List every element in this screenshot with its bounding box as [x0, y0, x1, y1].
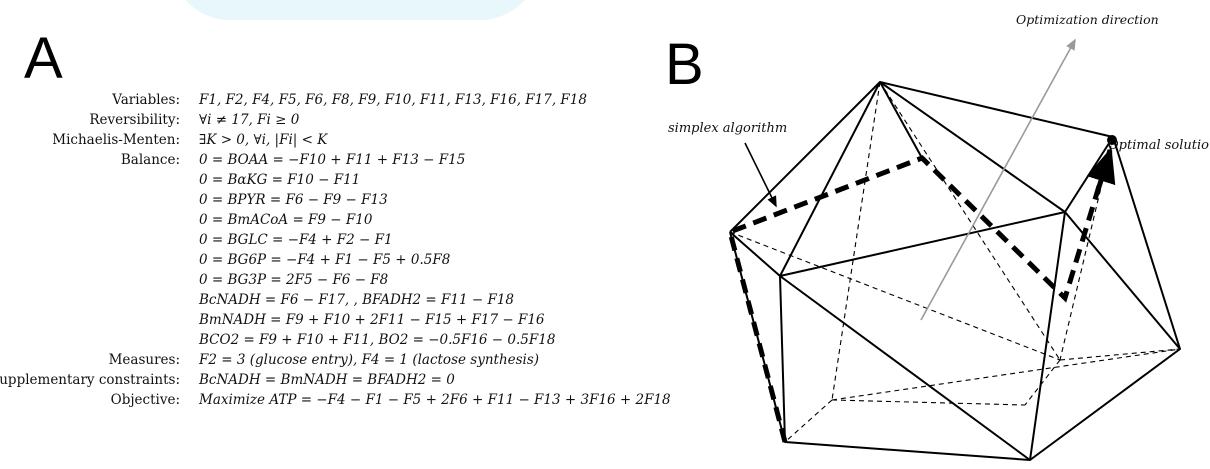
eq-row: 0 = BG3P = 2F5 − F6 − F8: [0, 270, 650, 290]
panel-b-letter: B: [665, 32, 704, 97]
optimization-direction-label: Optimization direction: [1016, 12, 1159, 27]
eq-content: BmNADH = F9 + F10 + 2F11 − F15 + F17 − F…: [199, 312, 545, 328]
eq-content: BcNADH = BmNADH = BFADH2 = 0: [199, 372, 455, 388]
eq-row: 0 = BPYR = F6 − F9 − F13: [0, 190, 650, 210]
simplex-path: [727, 149, 1113, 443]
eq-label: Variables:: [112, 92, 180, 108]
eq-label: Objective:: [110, 392, 180, 408]
eq-content: Maximize ATP = −F4 − F1 − F5 + 2F6 + F11…: [199, 392, 671, 408]
constraints-panel: Variables: F1, F2, F4, F5, F6, F8, F9, F1…: [0, 90, 671, 465]
eq-row: 0 = BGLC = −F4 + F2 − F1: [0, 230, 650, 250]
eq-content: 0 = BPYR = F6 − F9 − F13: [199, 192, 388, 208]
eq-row: Balance: 0 = BOAA = −F10 + F11 + F13 − F1…: [0, 150, 650, 170]
simplex-pointer-arrow: [744, 142, 777, 208]
simplex-algorithm-label: simplex algorithm: [668, 121, 788, 136]
eq-row: BcNADH = F6 − F17, , BFADH2 = F11 − F18: [0, 290, 650, 310]
eq-content: ∃K > 0, ∀i, |Fi| < K: [199, 132, 328, 148]
panel-a-letter: A: [24, 26, 63, 91]
eq-content: 0 = BG6P = −F4 + F1 − F5 + 0.5F8: [199, 252, 451, 268]
eq-content: ∀i ≠ 17, Fi ≥ 0: [199, 112, 300, 128]
eq-row: BCO2 = F9 + F10 + F11, BO2 = −0.5F16 − 0…: [0, 330, 650, 350]
simplex-path-arrowhead: [1086, 147, 1116, 191]
eq-row: Michaelis-Menten: ∃K > 0, ∀i, |Fi| < K: [0, 130, 650, 150]
eq-row: Reversibility: ∀i ≠ 17, Fi ≥ 0: [0, 110, 650, 130]
eq-content: 0 = BGLC = −F4 + F2 − F1: [199, 232, 393, 248]
eq-content: 0 = BmACoA = F9 − F10: [199, 212, 373, 228]
eq-row: 0 = BαKG = F10 − F11: [0, 170, 650, 190]
eq-row: Measures: F2 = 3 (glucose entry), F4 = 1 …: [0, 350, 650, 370]
optimal-vertex-dot: [1107, 135, 1117, 145]
eq-label: Supplementary constraints:: [0, 372, 180, 388]
eq-content: 0 = BαKG = F10 − F11: [199, 172, 361, 188]
eq-content: F2 = 3 (glucose entry), F4 = 1 (lactose …: [199, 352, 540, 368]
watermark-shape: [170, 0, 540, 20]
eq-row: 0 = BmACoA = F9 − F10: [0, 210, 650, 230]
eq-label: Measures:: [108, 352, 180, 368]
optimal-solution-label: Optimal solution: [1108, 138, 1210, 153]
eq-content: BCO2 = F9 + F10 + F11, BO2 = −0.5F16 − 0…: [199, 332, 556, 348]
eq-row: Supplementary constraints: BcNADH = BmNAD…: [0, 370, 650, 390]
simplex-polytope-figure: [727, 38, 1181, 461]
eq-label: Reversibility:: [89, 112, 180, 128]
eq-row: Objective: Maximize ATP = −F4 − F1 − F5 +…: [0, 390, 671, 410]
eq-content: 0 = BOAA = −F10 + F11 + F13 − F15: [199, 152, 466, 168]
eq-label: Balance:: [120, 152, 180, 168]
eq-row: Variables: F1, F2, F4, F5, F6, F8, F9, F1…: [0, 90, 650, 110]
eq-row: 0 = BG6P = −F4 + F1 − F5 + 0.5F8: [0, 250, 650, 270]
eq-content: F1, F2, F4, F5, F6, F8, F9, F10, F11, F1…: [199, 92, 587, 108]
eq-label: Michaelis-Menten:: [52, 132, 180, 148]
eq-content: 0 = BG3P = 2F5 − F6 − F8: [199, 272, 389, 288]
optimization-direction-arrow: [920, 38, 1076, 321]
eq-content: BcNADH = F6 − F17, , BFADH2 = F11 − F18: [199, 292, 515, 308]
eq-row: BmNADH = F9 + F10 + 2F11 − F15 + F17 − F…: [0, 310, 650, 330]
